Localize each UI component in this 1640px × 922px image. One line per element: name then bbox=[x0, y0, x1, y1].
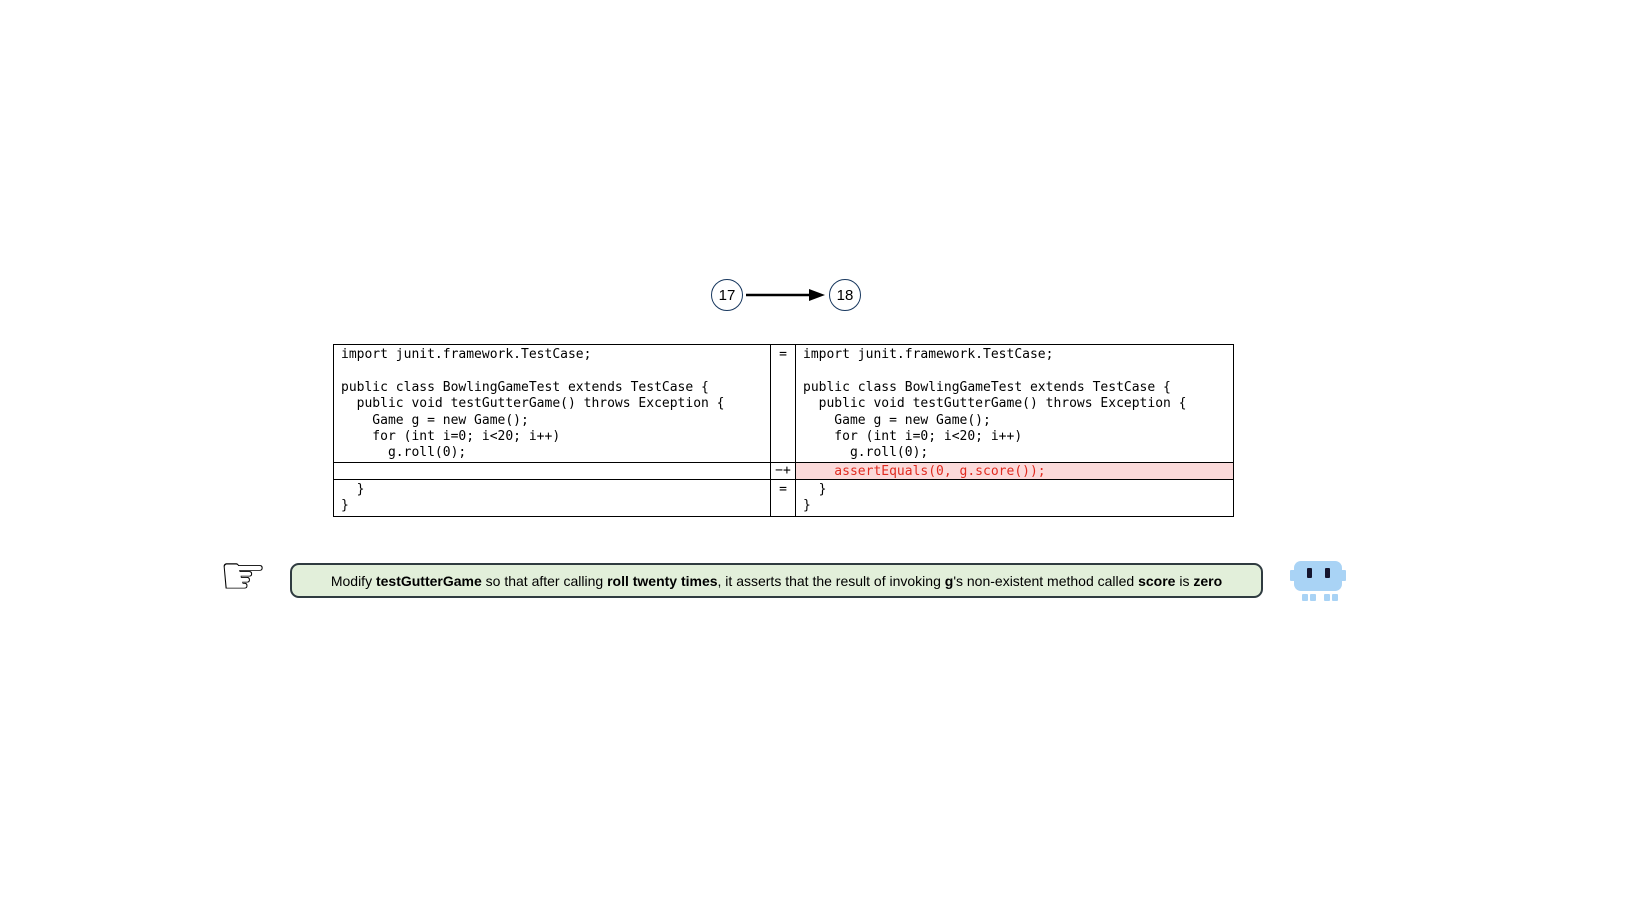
code-line: } bbox=[341, 482, 365, 497]
diff-left-block-top: import junit.framework.TestCase; public … bbox=[334, 345, 771, 463]
diff-marker-top: = bbox=[771, 345, 796, 463]
code-line: import junit.framework.TestCase; bbox=[803, 347, 1054, 362]
robot-foot bbox=[1324, 594, 1330, 601]
diff-left-block-bottom: }} bbox=[334, 480, 771, 517]
robot-ear bbox=[1290, 570, 1295, 581]
code-line bbox=[803, 363, 1233, 379]
instruction-bold-text: g bbox=[944, 572, 954, 589]
version-from-badge: 17 bbox=[711, 279, 743, 311]
version-to-badge: 18 bbox=[829, 279, 861, 311]
code-line: } bbox=[341, 498, 349, 514]
code-line: } bbox=[803, 498, 811, 514]
robot-ear bbox=[1341, 570, 1346, 581]
robot-eye bbox=[1325, 568, 1330, 578]
right-arrow-icon bbox=[745, 288, 827, 302]
diff-right-changed-line: assertEquals(0, g.score()); bbox=[796, 463, 1234, 480]
instruction-plain-text: 's non-existent method called bbox=[953, 572, 1139, 589]
robot-eye bbox=[1307, 568, 1312, 578]
robot-foot bbox=[1332, 594, 1338, 601]
robot-head bbox=[1294, 561, 1342, 591]
code-line: import junit.framework.TestCase; bbox=[341, 347, 592, 362]
instruction-bold-text: score bbox=[1138, 572, 1176, 589]
pointing-hand-icon: ☞ bbox=[219, 544, 268, 607]
code-line: public class BowlingGameTest extends Tes… bbox=[803, 379, 1171, 395]
diff-right-block-top: import junit.framework.TestCase; public … bbox=[796, 345, 1234, 463]
instruction-bold-text: zero bbox=[1193, 572, 1223, 589]
robot-foot bbox=[1302, 594, 1308, 601]
code-line: for (int i=0; i<20; i++) bbox=[341, 429, 561, 445]
code-line: public void testGutterGame() throws Exce… bbox=[341, 396, 725, 412]
instruction-bold-text: testGutterGame bbox=[375, 572, 482, 589]
version-from-label: 17 bbox=[718, 286, 736, 304]
code-line: for (int i=0; i<20; i++) bbox=[803, 429, 1023, 445]
instruction-plain-text: , it asserts that the result of invoking bbox=[717, 572, 945, 589]
code-line: g.roll(0); bbox=[803, 445, 929, 461]
instruction-plain-text: Modify bbox=[330, 572, 376, 589]
diff-left-changed-line bbox=[334, 463, 771, 480]
diff-table: import junit.framework.TestCase; public … bbox=[333, 344, 1234, 517]
code-line: public class BowlingGameTest extends Tes… bbox=[341, 379, 709, 395]
diff-marker-changed: −+ bbox=[771, 463, 796, 480]
code-line: Game g = new Game(); bbox=[803, 412, 991, 428]
version-to-label: 18 bbox=[836, 286, 854, 304]
code-line: } bbox=[803, 482, 827, 497]
code-line: public void testGutterGame() throws Exce… bbox=[803, 396, 1187, 412]
code-line bbox=[341, 363, 770, 379]
instruction-box: Modify testGutterGame so that after call… bbox=[290, 563, 1263, 598]
version-transition: 17 18 bbox=[711, 279, 861, 311]
code-line: Game g = new Game(); bbox=[341, 412, 529, 428]
robot-face-icon bbox=[1290, 556, 1346, 606]
instruction-plain-text: is bbox=[1175, 572, 1194, 589]
instruction-bold-text: roll twenty times bbox=[607, 572, 718, 589]
robot-foot bbox=[1310, 594, 1316, 601]
instruction-plain-text: so that after calling bbox=[481, 572, 608, 589]
code-line: g.roll(0); bbox=[341, 445, 467, 461]
instruction-text: Modify testGutterGame so that after call… bbox=[331, 573, 1222, 589]
diff-marker-bottom: = bbox=[771, 480, 796, 517]
diff-right-block-bottom: }} bbox=[796, 480, 1234, 517]
